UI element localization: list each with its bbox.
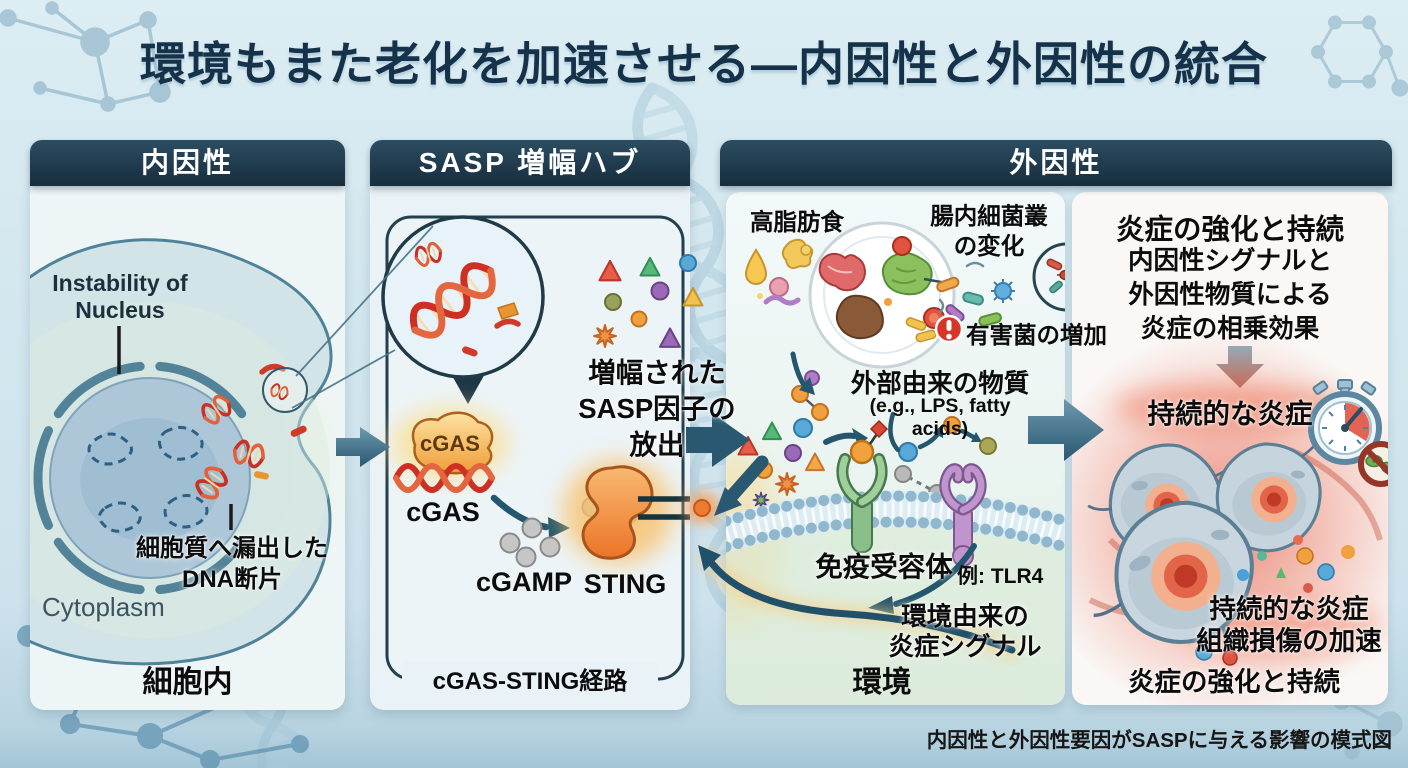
- panel-intrinsic: 内因性: [30, 140, 345, 710]
- nucleus-instability-label: Instability of Nucleus: [52, 270, 188, 323]
- panel-sasp-hub-header: SASP 増幅ハブ: [370, 140, 690, 186]
- page-title: 環境もまた老化を加速させる―内因性と外因性の統合: [140, 38, 1268, 90]
- tlr4-example-label: 例: TLR4: [957, 565, 1044, 588]
- cgas-tag-label: cGAS: [420, 431, 480, 456]
- pore-glow: [685, 492, 721, 524]
- persistent-inflammation-label: 持続的な炎症: [1147, 398, 1313, 429]
- tissue-damage-label: 持続的な炎症 組織損傷の加速: [1196, 594, 1382, 656]
- external-substances-example: (e.g., LPS, fatty acids): [869, 395, 1011, 440]
- immune-receptor-label: 免疫受容体: [815, 551, 953, 582]
- high-fat-label: 高脂肪食: [750, 209, 844, 235]
- environment-label: 環境: [852, 666, 912, 699]
- external-substances-label: 外部由来の物質: [850, 370, 1030, 398]
- panel-extrinsic-header: 外因性: [720, 140, 1392, 186]
- pathway-label: cGAS-STING経路: [402, 661, 658, 696]
- intracellular-label: 細胞内: [142, 666, 233, 699]
- dna-leak-label: 細胞質へ漏出した DNA断片: [136, 535, 328, 593]
- inflammation-footer: 炎症の強化と持続: [1128, 667, 1340, 697]
- cgas-label: cGAS: [406, 497, 480, 527]
- inflammation-headline: 炎症の強化と持続: [1115, 214, 1344, 246]
- synergy-label: 内因性シグナルと 外因性物質による 炎症の相乗効果: [1127, 247, 1332, 343]
- cgamp-label: cGAMP: [475, 567, 573, 597]
- figure-caption: 内因性と外因性要因がSASPに与える影響の模式図: [926, 729, 1392, 752]
- cytoplasm-label: Cytoplasm: [42, 592, 165, 622]
- panel-intrinsic-header: 内因性: [30, 140, 345, 186]
- microbiome-label: 腸内細菌叢 の変化: [930, 203, 1048, 259]
- panel-intrinsic-body: [30, 186, 345, 710]
- pore-exit: [693, 499, 711, 517]
- sasp-release-label: 増幅された SASP因子の 放出: [578, 357, 736, 460]
- sting-label: STING: [583, 569, 667, 599]
- environment-signal-label: 環境由来の 炎症シグナル: [888, 603, 1042, 661]
